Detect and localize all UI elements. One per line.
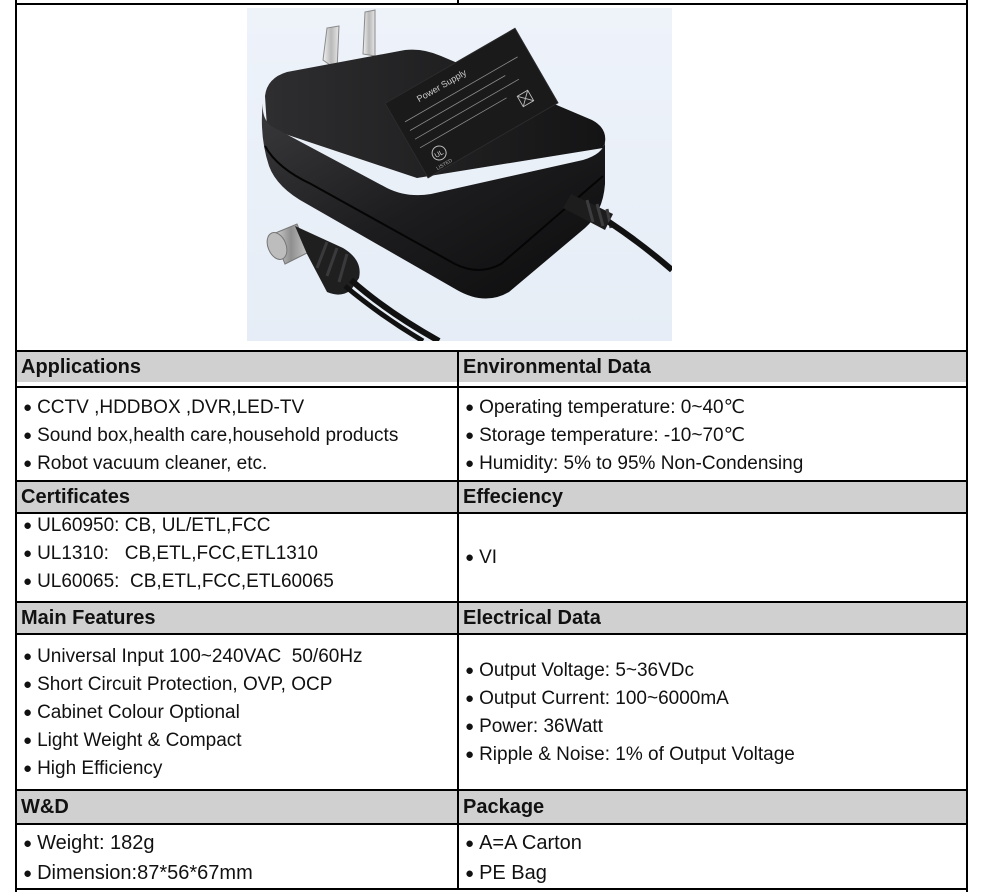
list-item: High Efficiency [23, 755, 457, 783]
plug-pins [322, 9, 376, 71]
list-item: CCTV ,HDDBOX ,DVR,LED-TV [23, 394, 457, 422]
row-divider [15, 633, 968, 635]
list-item: Robot vacuum cleaner, etc. [23, 450, 457, 478]
list-item: Ripple & Noise: 1% of Output Voltage [465, 741, 966, 769]
list-item: Dimension:87*56*67mm [23, 858, 457, 888]
list-item: PE Bag [465, 858, 966, 888]
row-divider [15, 601, 968, 603]
applications-list: CCTV ,HDDBOX ,DVR,LED-TV Sound box,healt… [17, 394, 457, 478]
electrical-list: Output Voltage: 5~36VDc Output Current: … [459, 657, 966, 769]
applications-header: Applications [17, 352, 457, 382]
efficiency-list: VI [459, 544, 966, 572]
list-item: Output Current: 100~6000mA [465, 685, 966, 713]
list-item: Humidity: 5% to 95% Non-Condensing [465, 450, 966, 478]
top-divider [457, 0, 459, 4]
power-adapter-illustration: Power Supply UL LISTED [261, 9, 674, 344]
environmental-list: Operating temperature: 0~40℃ Storage tem… [459, 394, 966, 478]
wd-list: Weight: 182g Dimension:87*56*67mm [17, 828, 457, 888]
wd-header: W&D [17, 791, 457, 823]
list-item: Cabinet Colour Optional [23, 699, 457, 727]
list-item: Sound box,health care,household products [23, 422, 457, 450]
dc-barrel-plug [266, 223, 441, 344]
certificates-list: UL60950: CB, UL/ETL,FCC UL1310: CB,ETL,F… [17, 512, 457, 596]
column-divider [457, 350, 459, 890]
svg-text:UL: UL [434, 149, 445, 160]
list-item: Storage temperature: -10~70℃ [465, 422, 966, 450]
row-divider [15, 823, 968, 825]
electrical-header: Electrical Data [459, 603, 966, 633]
certificates-header: Certificates [17, 482, 457, 512]
row-divider [15, 512, 968, 514]
environmental-header: Environmental Data [459, 352, 966, 382]
package-list: A=A Carton PE Bag [459, 828, 966, 888]
list-item: Weight: 182g [23, 828, 457, 858]
package-header: Package [459, 791, 966, 823]
list-item: Output Voltage: 5~36VDc [465, 657, 966, 685]
list-item: A=A Carton [465, 828, 966, 858]
list-item: UL60065: CB,ETL,FCC,ETL60065 [23, 568, 457, 596]
efficiency-header: Effeciency [459, 482, 966, 512]
product-photo: Power Supply UL LISTED [247, 8, 674, 344]
spec-sheet [15, 0, 968, 892]
product-label: Power Supply UL LISTED [384, 27, 559, 179]
list-item: Operating temperature: 0~40℃ [465, 394, 966, 422]
list-item: VI [465, 544, 966, 572]
features-list: Universal Input 100~240VAC 50/60Hz Short… [17, 643, 457, 783]
top-rule [15, 3, 968, 5]
list-item: UL60950: CB, UL/ETL,FCC [23, 512, 457, 540]
row-divider [15, 480, 968, 482]
list-item: Short Circuit Protection, OVP, OCP [23, 671, 457, 699]
row-divider [15, 888, 968, 890]
row-divider [15, 350, 968, 352]
list-item: Universal Input 100~240VAC 50/60Hz [23, 643, 457, 671]
list-item: Power: 36Watt [465, 713, 966, 741]
list-item: UL1310: CB,ETL,FCC,ETL1310 [23, 540, 457, 568]
list-item: Light Weight & Compact [23, 727, 457, 755]
row-divider [15, 789, 968, 791]
main-features-header: Main Features [17, 603, 457, 633]
row-divider [15, 386, 968, 388]
